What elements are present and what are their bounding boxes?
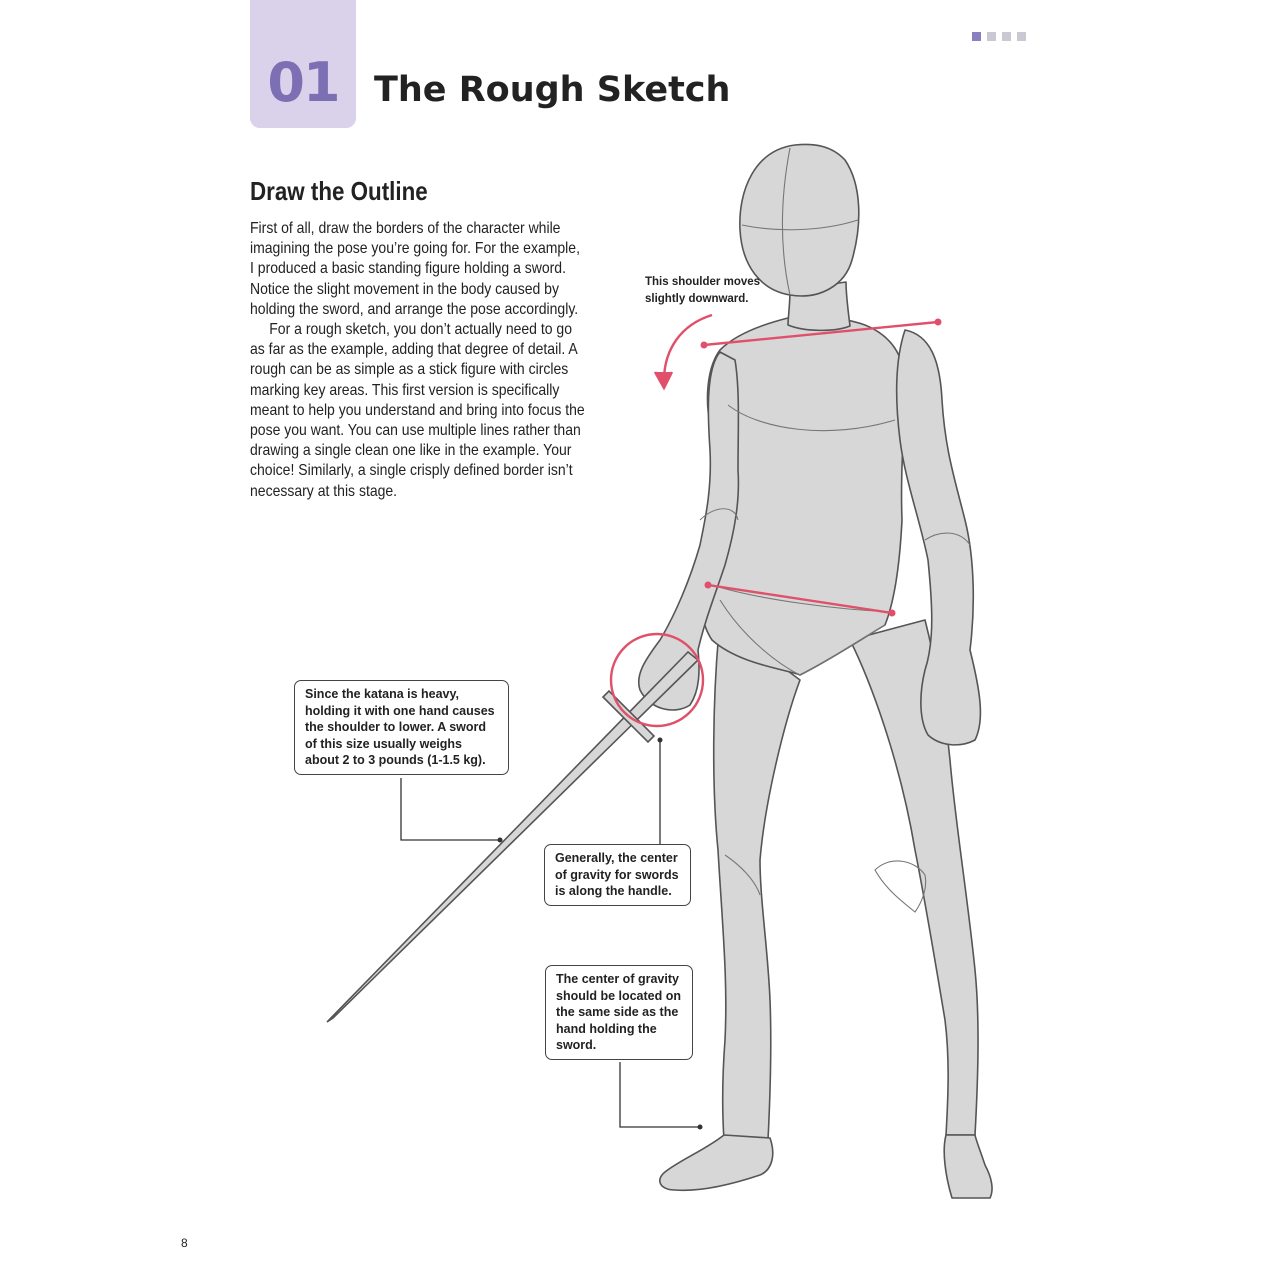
head-center-line xyxy=(781,147,791,296)
shoulder-arrow-curve xyxy=(662,313,713,379)
right-knee xyxy=(874,860,927,913)
section-tab: 01 xyxy=(250,0,356,128)
sword-gravity-callout: Generally, the center of gravity for swo… xyxy=(544,844,691,906)
body-paragraph-1: First of all, draw the borders of the ch… xyxy=(250,220,580,318)
shoulder-tilt-line xyxy=(703,320,939,347)
page-indicator-dot-active xyxy=(972,32,981,41)
shoulder-annotation: This shoulder moves slightly downward. xyxy=(645,276,761,305)
page-indicator-dot xyxy=(1017,32,1026,41)
katana-callout: Since the katana is heavy, holding it wi… xyxy=(294,680,509,775)
section-heading: Draw the Outline xyxy=(250,176,428,206)
sword-gravity-leader-dot xyxy=(657,737,663,743)
body-paragraph-2: For a rough sketch, you don’t actually n… xyxy=(250,321,585,500)
left-elbow xyxy=(699,508,739,521)
left-knee xyxy=(724,854,761,896)
page-indicator-dot xyxy=(987,32,996,41)
right-elbow xyxy=(924,532,971,546)
shoulder-dot-left xyxy=(700,341,708,349)
head xyxy=(739,143,860,297)
hip-tilt-line xyxy=(707,583,893,615)
page-indicator-dot xyxy=(1002,32,1011,41)
callout-leaders xyxy=(400,740,700,1128)
left-arm xyxy=(638,351,740,711)
right-foot xyxy=(943,1134,993,1199)
mannequin-figure xyxy=(638,143,993,1199)
head-brow-line xyxy=(741,219,859,231)
page-number: 8 xyxy=(181,1236,188,1250)
hip-dot-right xyxy=(888,609,896,617)
grip-highlight-circle xyxy=(609,632,705,728)
body-gravity-leader-dot xyxy=(697,1124,703,1130)
body-gravity-callout: The center of gravity should be located … xyxy=(545,965,693,1060)
pelvis-line xyxy=(719,599,886,676)
katana-leader xyxy=(400,778,500,841)
page-indicator xyxy=(972,32,1026,41)
section-number: 01 xyxy=(267,51,340,114)
callout-leader-dots xyxy=(497,737,703,1130)
shoulder-dot-right xyxy=(934,318,942,326)
highlight-marks xyxy=(609,313,939,728)
chest-line xyxy=(727,404,896,432)
body-text: First of all, draw the borders of the ch… xyxy=(250,219,587,502)
katana-leader-dot xyxy=(497,837,503,843)
body-gravity-leader xyxy=(619,1062,700,1128)
right-arm xyxy=(895,329,982,746)
left-leg xyxy=(712,619,801,1141)
highlight-dots xyxy=(700,318,942,617)
page-title: The Rough Sketch xyxy=(374,70,731,110)
shoulder-arrow-head xyxy=(653,371,674,391)
katana-blade xyxy=(326,650,700,1023)
hip-dot-left xyxy=(704,581,712,589)
left-foot xyxy=(659,1134,774,1192)
construction-lines xyxy=(699,147,971,913)
